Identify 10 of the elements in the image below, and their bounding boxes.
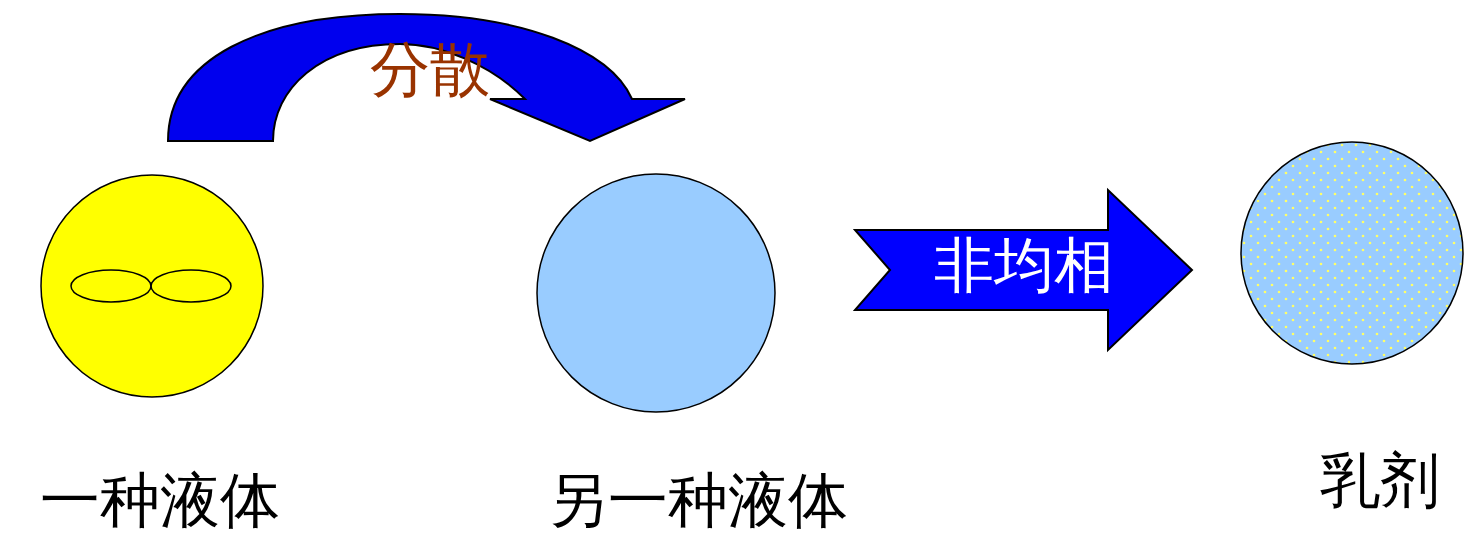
edge-label: 分散 — [369, 39, 492, 99]
node-label: 乳剂 — [1319, 450, 1441, 510]
liquid-circle — [1240, 141, 1464, 365]
edge-label: 非均相 — [932, 235, 1115, 295]
liquid-circle — [40, 174, 264, 398]
node-label: 另一种液体 — [546, 470, 849, 530]
node-label: 一种液体 — [39, 470, 281, 530]
block-arrow — [852, 187, 1194, 353]
block-arrow — [167, 13, 686, 142]
liquid-circle — [536, 173, 776, 413]
